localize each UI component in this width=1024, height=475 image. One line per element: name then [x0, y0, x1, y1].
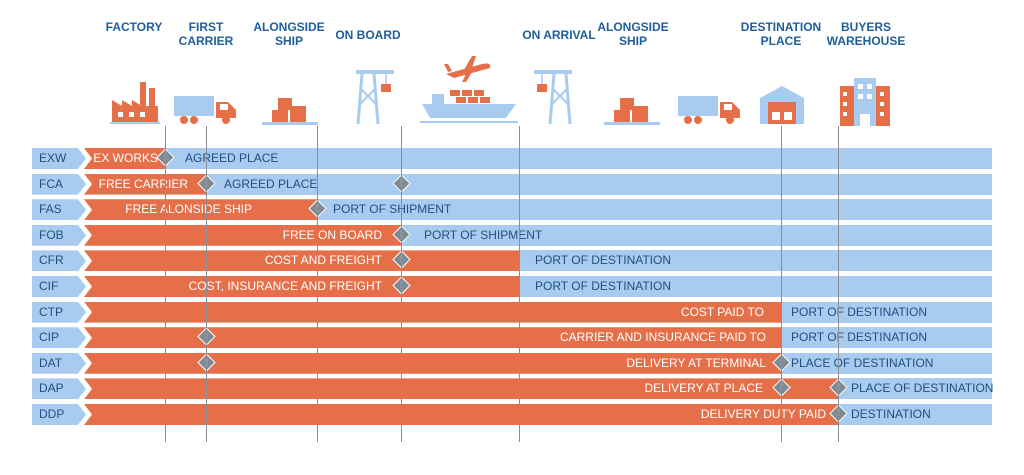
seller-responsibility-bar	[84, 173, 206, 195]
seller-responsibility-bar	[84, 276, 519, 297]
buyer-responsibility-bar	[838, 378, 992, 400]
buyer-label: PORT OF SHIPMENT	[333, 202, 452, 217]
buyer-responsibility-bar	[781, 301, 992, 323]
buyer-label: PLACE OF DESTINATION	[791, 355, 934, 370]
buyer-label: PORT OF DESTINATION	[535, 279, 672, 293]
incoterm-row-cip: CIP CARRIER AND INSURANCE PAID TO PORT OF …	[32, 327, 992, 349]
seller-responsibility-bar	[84, 352, 781, 374]
factory-icon	[110, 82, 160, 124]
seller-responsibility-bar	[84, 224, 401, 246]
buyer-responsibility-bar	[519, 250, 992, 272]
buyer-label: PORT OF SHIPMENT	[424, 227, 543, 242]
incoterm-code: FAS	[32, 199, 86, 221]
incoterm-code: DDP	[32, 404, 86, 425]
incoterm-code: DAP	[32, 378, 86, 400]
seller-label: CARRIER AND INSURANCE PAID TO	[559, 330, 766, 345]
incoterm-row-dat: DAT DELIVERY AT TERMINAL PLACE OF DESTINAT…	[32, 352, 992, 374]
buyer-label: PORT OF DESTINATION	[791, 304, 928, 319]
incoterm-row-dap: DAP DELIVERY AT PLACE PLACE OF DESTINATION…	[32, 378, 994, 400]
header-alongside-ship: ALONGSIDE SHIP	[253, 20, 325, 48]
column-divider	[781, 126, 782, 442]
header-first-carrier: FIRST CARRIER	[178, 20, 234, 48]
seller-label: EX WORKS	[93, 151, 158, 165]
seller-label: DELIVERY AT TERMINAL	[626, 355, 766, 370]
header-on-arrival: ON ARRIVAL	[522, 28, 596, 42]
incoterm-code: CFR	[32, 250, 86, 272]
seller-responsibility-bar	[84, 148, 165, 169]
incoterm-row-ctp: CTP COST PAID TO PORT OF DESTINATION	[32, 301, 992, 323]
incoterm-code: CIF	[32, 276, 86, 297]
header-on-board: ON BOARD	[335, 28, 401, 42]
seller-responsibility-bar	[84, 250, 519, 272]
boxes-on-dock-icon	[262, 98, 318, 125]
column-divider	[165, 126, 166, 442]
seller-responsibility-bar	[84, 301, 781, 323]
column-divider	[519, 126, 520, 442]
cargo-ship-icon	[420, 90, 518, 123]
header-destination-place: DESTINATION PLACE	[740, 20, 822, 48]
seller-label: FREE CARRIER	[98, 176, 188, 191]
seller-responsibility-bar	[84, 404, 838, 425]
buyer-responsibility-bar	[838, 404, 992, 425]
office-building-icon	[840, 78, 890, 126]
truck-icon	[174, 96, 236, 124]
port-crane-icon	[534, 70, 572, 125]
seller-label: DELIVERY DUTY PAID	[700, 407, 826, 421]
buyer-responsibility-bar	[781, 352, 992, 374]
column-divider	[317, 126, 318, 442]
incoterm-code: DAT	[32, 352, 86, 374]
seller-label: DELIVERY AT PLACE	[644, 381, 763, 396]
seller-label: FREE ALONSIDE SHIP	[125, 202, 252, 217]
incoterm-code: FCA	[32, 173, 86, 195]
incoterm-row-cif: CIF COST, INSURANCE AND FREIGHT PORT OF DE…	[32, 276, 992, 297]
buyer-responsibility-bar	[206, 173, 992, 195]
buyer-label: AGREED PLACE	[224, 176, 318, 191]
seller-responsibility-bar	[84, 378, 838, 400]
buyer-label: PLACE OF DESTINATION	[851, 381, 994, 396]
seller-label: COST AND FREIGHT	[264, 253, 382, 268]
buyer-responsibility-bar	[519, 276, 992, 297]
airplane-icon	[444, 56, 491, 82]
incoterm-code: CTP	[32, 301, 86, 323]
buyer-responsibility-bar	[781, 327, 992, 349]
buyer-label: DESTINATION	[851, 407, 931, 421]
buyer-responsibility-bar	[317, 199, 992, 221]
incoterm-code: CIP	[32, 327, 86, 349]
buyer-label: PORT OF DESTINATION	[535, 253, 672, 268]
buyer-responsibility-bar	[165, 148, 992, 169]
incoterm-code: EXW	[32, 148, 86, 169]
buyer-label: AGREED PLACE	[185, 151, 279, 165]
column-divider	[206, 126, 207, 442]
buyer-label: PORT OF DESTINATION	[791, 330, 928, 345]
incoterm-code: FOB	[32, 224, 86, 246]
header-factory: FACTORY	[105, 20, 163, 34]
buyer-responsibility-bar	[401, 224, 992, 246]
seller-responsibility-bar	[84, 327, 781, 349]
column-divider	[401, 126, 402, 442]
truck-icon	[678, 96, 740, 124]
warehouse-icon	[760, 86, 804, 124]
seller-label: COST, INSURANCE AND FREIGHT	[188, 279, 382, 293]
seller-responsibility-bar	[84, 199, 317, 221]
port-crane-icon	[356, 70, 394, 125]
column-divider	[838, 126, 839, 442]
header-buyers-warehouse: BUYERS WAREHOUSE	[826, 20, 906, 48]
seller-label: FREE ON BOARD	[282, 227, 382, 242]
seller-label: COST PAID TO	[680, 304, 764, 319]
header-alongside-ship-destination: ALONGSIDE SHIP	[597, 20, 669, 48]
boxes-on-dock-icon	[604, 98, 660, 125]
